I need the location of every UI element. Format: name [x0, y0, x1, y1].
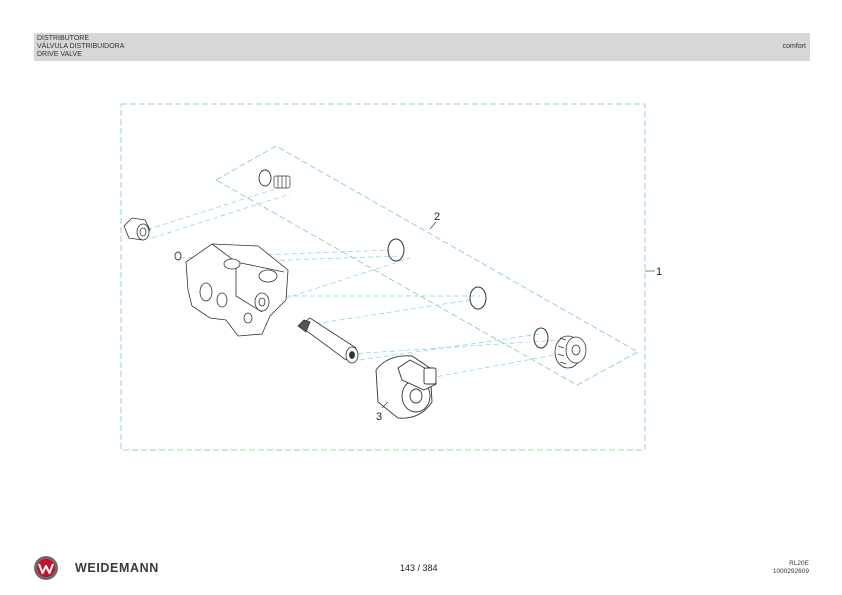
nut-part	[123, 217, 151, 241]
orings-part	[387, 238, 549, 349]
callout-leader-3	[381, 401, 389, 409]
coil-part	[375, 355, 437, 419]
callout-leader-2	[429, 221, 437, 230]
weidemann-logo-icon	[34, 556, 58, 580]
callout-3: 3	[376, 411, 382, 423]
callout-2: 2	[434, 211, 440, 223]
title-italian: DISTRIBUTORE	[37, 35, 89, 42]
variant-label: comfort	[782, 43, 806, 50]
assembly-frame	[120, 103, 646, 451]
valve-body-part	[185, 243, 289, 337]
page-header: DISTRIBUTORE VÁLVULA DISTRIBUIDORA DRIVE…	[34, 33, 810, 61]
header-titles: DISTRIBUTORE VÁLVULA DISTRIBUIDORA DRIVE…	[37, 35, 124, 59]
model-info: RL20E 1000292609	[773, 560, 809, 576]
cartridge-part	[297, 317, 359, 364]
small-oring-part	[174, 169, 272, 261]
part-number: 1000292609	[772, 568, 809, 575]
knurled-nut-part	[554, 335, 587, 369]
page-number: 143 / 384	[400, 563, 438, 573]
footer-brand-name: WEIDEMANN	[75, 561, 159, 575]
title-spanish: VÁLVULA DISTRIBUIDORA	[37, 43, 125, 50]
kit-frame	[215, 145, 639, 386]
title-english: DRIVE VALVE	[37, 51, 82, 58]
callout-1: 1	[656, 266, 662, 278]
model-code: RL20E	[789, 560, 809, 567]
spring-part	[273, 175, 291, 189]
